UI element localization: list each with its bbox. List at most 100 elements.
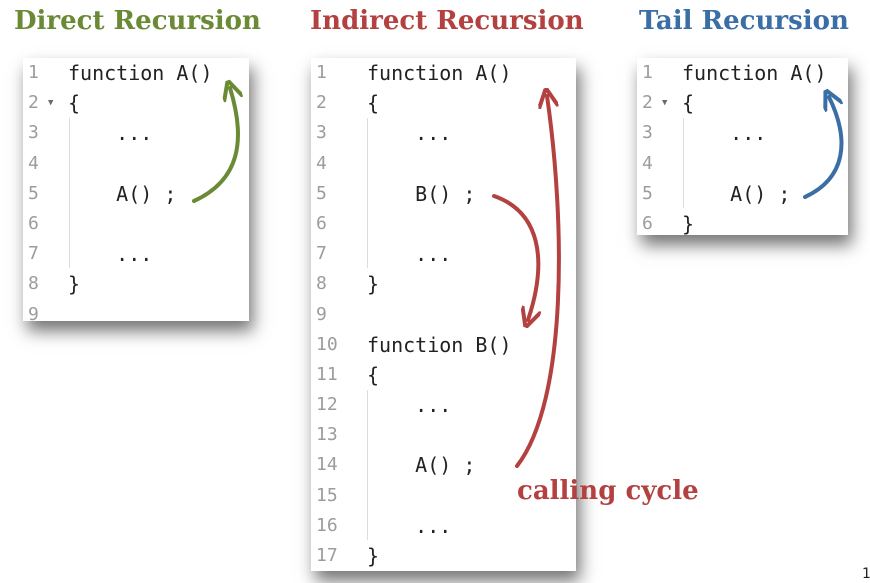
line-number: 6 [642, 212, 653, 234]
code-text: { [367, 91, 380, 116]
code-text: ... [682, 121, 767, 146]
line-number: 1 [28, 62, 39, 83]
line-number: 9 [316, 303, 327, 325]
code-line: 6 [23, 209, 249, 239]
code-text: ... [68, 242, 153, 267]
code-line: 8} [311, 269, 576, 299]
line-number: 2 [28, 92, 39, 114]
code-text: ... [367, 242, 452, 267]
code-line: 3 ... [311, 118, 576, 148]
calling-cycle-label: calling cycle [517, 476, 699, 506]
code-line: 9 [23, 300, 249, 322]
code-line: 2{ [311, 88, 576, 118]
b-calls-a-arrow [515, 96, 561, 468]
code-text: { [682, 91, 695, 116]
code-line: 14 A() ; [311, 450, 576, 480]
line-number: 2 [316, 92, 327, 114]
line-number: 17 [316, 545, 338, 566]
line-number: 2 [642, 92, 653, 114]
line-number: 12 [316, 394, 338, 416]
code-line: 1 function A() [23, 58, 249, 88]
code-text: B() ; [367, 181, 476, 206]
line-number: 8 [316, 273, 327, 295]
code-line: 4 [23, 149, 249, 179]
indent-guide [683, 118, 684, 208]
code-line: 9 [311, 300, 576, 330]
code-line: 13 [311, 420, 576, 450]
code-text: function A() [68, 61, 213, 85]
fold-toggle-icon[interactable]: ▼ [662, 98, 668, 109]
code-line: 3 ... [23, 118, 249, 148]
indent-guide [367, 118, 368, 268]
page-number: 1 [862, 566, 870, 582]
code-line: 16 ... [311, 511, 576, 541]
fold-toggle-icon[interactable]: ▼ [48, 98, 54, 109]
code-line: 7 ... [23, 239, 249, 269]
line-number: 13 [316, 424, 338, 446]
line-number: 11 [316, 363, 338, 385]
line-number: 14 [316, 454, 338, 476]
line-number: 15 [316, 484, 338, 506]
code-line: 4 [637, 149, 848, 179]
indent-guide [69, 118, 70, 268]
code-line: 2 ▼ { [637, 88, 848, 118]
code-line: 5 A() ; [23, 179, 249, 209]
code-line: 11{ [311, 360, 576, 390]
code-text: A() ; [682, 181, 791, 206]
code-line: 10 function B() [311, 330, 576, 360]
line-number: 6 [316, 212, 327, 234]
code-text: ... [367, 513, 452, 538]
line-number: 4 [28, 152, 39, 174]
code-line: 4 [311, 149, 576, 179]
code-text: A() ; [68, 181, 177, 206]
code-line: 7 ... [311, 239, 576, 269]
code-line: 15 [311, 481, 576, 511]
line-number: 8 [28, 273, 39, 295]
code-line: 8} [23, 269, 249, 299]
tail-recursion-arrow [803, 97, 844, 199]
line-number: 3 [642, 122, 653, 144]
code-line: 3 ... [637, 118, 848, 148]
code-text: function B() [367, 332, 512, 357]
a-calls-b-arrow [492, 194, 538, 320]
code-text: } [682, 211, 695, 235]
code-text: } [367, 272, 380, 297]
code-text: } [367, 544, 380, 568]
code-text: { [68, 91, 81, 116]
line-number: 3 [316, 122, 327, 144]
code-line: 6 [311, 209, 576, 239]
code-text: ... [68, 121, 153, 146]
code-text: function A() [682, 61, 827, 85]
line-number: 5 [28, 182, 39, 204]
code-line: 6} [637, 209, 848, 235]
code-text: } [68, 272, 81, 297]
line-number: 4 [316, 152, 327, 174]
line-number: 3 [28, 122, 39, 144]
code-text: function A() [367, 61, 512, 85]
line-number: 4 [642, 152, 653, 174]
code-text: ... [367, 393, 452, 418]
code-line: 17} [311, 541, 576, 571]
line-number: 6 [28, 212, 39, 234]
code-line: 1 function A() [311, 58, 576, 88]
direct-recursion-heading: Direct Recursion [14, 6, 261, 36]
direct-recursion-arrow [192, 88, 238, 203]
line-number: 1 [316, 62, 327, 83]
line-number: 5 [642, 182, 653, 204]
indent-guide [367, 390, 368, 540]
line-number: 7 [28, 243, 39, 265]
line-number: 9 [28, 303, 39, 322]
code-line: 5 A() ; [637, 179, 848, 209]
code-line: 12 ... [311, 390, 576, 420]
line-number: 10 [316, 333, 338, 355]
code-text: ... [367, 121, 452, 146]
tail-recursion-heading: Tail Recursion [639, 6, 849, 36]
code-line: 5 B() ; [311, 179, 576, 209]
code-text: A() ; [367, 453, 476, 478]
line-number: 5 [316, 182, 327, 204]
line-number: 7 [316, 243, 327, 265]
code-line: 2 ▼ { [23, 88, 249, 118]
